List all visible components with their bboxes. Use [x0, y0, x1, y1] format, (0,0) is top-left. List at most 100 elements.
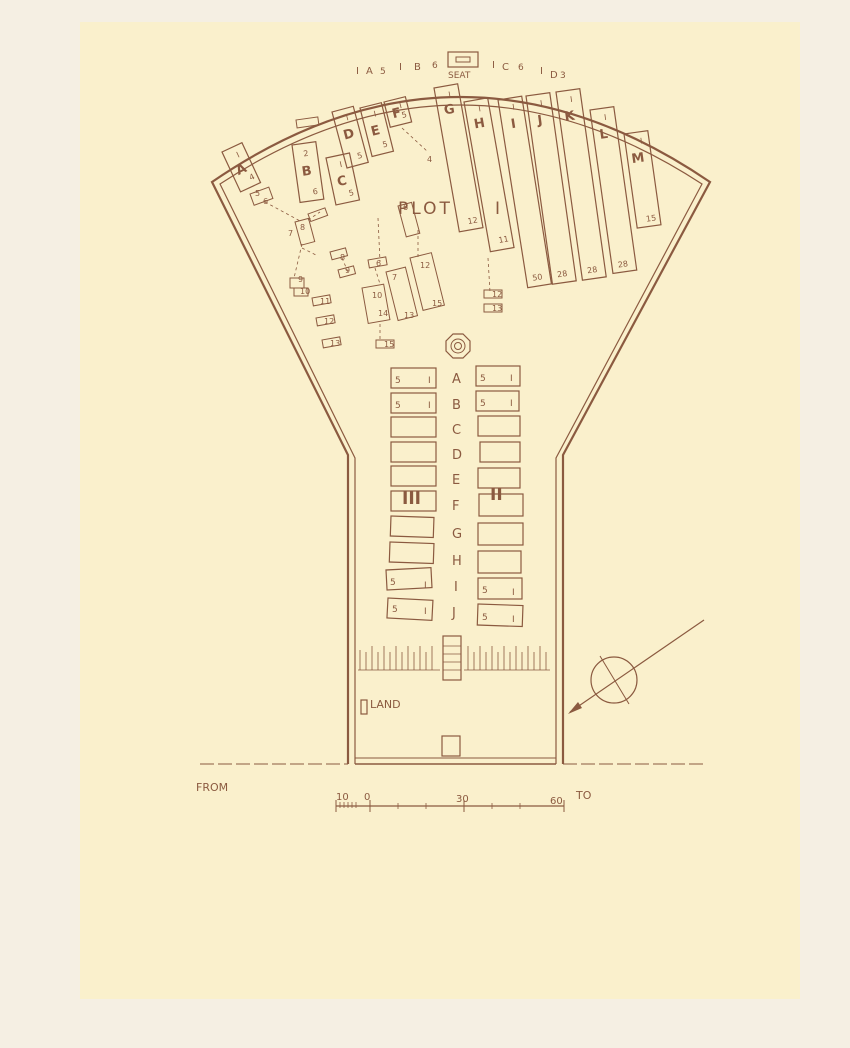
scale-tick: 30: [456, 794, 469, 805]
perimeter-label: A: [366, 66, 373, 77]
row-number: 5: [401, 110, 408, 120]
svg-text:13: 13: [492, 304, 502, 313]
plot-1-row-D: D I 5: [331, 105, 369, 169]
svg-text:5: 5: [482, 586, 488, 596]
svg-text:6: 6: [263, 197, 268, 206]
perimeter-label: 5: [380, 67, 386, 77]
svg-text:4: 4: [427, 155, 432, 164]
row-letter: D: [342, 126, 357, 143]
svg-text:13: 13: [330, 339, 340, 348]
row-number: I: [398, 101, 402, 110]
row-letter: H: [473, 116, 486, 133]
perimeter-label: 6: [518, 63, 524, 73]
row-letter: F: [452, 499, 459, 514]
entrance-gate: [441, 735, 461, 757]
plot-1-row-G: G I 12: [433, 83, 484, 233]
row-letter: F: [391, 105, 403, 122]
svg-text:11: 11: [320, 297, 330, 306]
svg-text:I: I: [510, 374, 513, 384]
scale-tick: 60: [550, 796, 563, 807]
svg-text:5: 5: [480, 374, 486, 384]
seat-label: SEAT: [448, 71, 471, 81]
row-number: I: [540, 99, 544, 108]
cemetery-plan: SEAT I A 5 I B 6 I C 6 I D 3 A I 4 B 2 6…: [196, 51, 712, 812]
row-number: 2: [303, 149, 309, 159]
plot-1-row-C: C I 5: [325, 152, 361, 206]
plot-3-label: III: [402, 489, 421, 509]
svg-text:14: 14: [378, 309, 388, 318]
perimeter-labels: I A 5 I B 6 I C 6 I D 3: [356, 60, 566, 81]
row-letter: H: [452, 554, 462, 569]
svg-text:I: I: [510, 399, 513, 409]
svg-text:5: 5: [255, 189, 260, 198]
row-letter: G: [452, 527, 462, 542]
entrance-steps: [442, 635, 462, 681]
row-number: 28: [557, 269, 568, 279]
perimeter-label: C: [502, 62, 509, 73]
scale-tick: 10: [336, 792, 349, 803]
row-number: 5: [348, 188, 355, 198]
plot-1-label: PLOT: [398, 199, 453, 219]
row-number: I: [570, 95, 574, 104]
row-number: 11: [498, 234, 510, 245]
plot-1-row-L: L I 28: [589, 105, 638, 275]
svg-text:15: 15: [432, 299, 442, 308]
from-label: FROM: [196, 781, 228, 794]
seat: [447, 51, 479, 68]
row-number: 5: [382, 140, 389, 150]
row-number: I: [345, 113, 350, 122]
row-letter: B: [452, 398, 461, 413]
svg-text:I: I: [424, 607, 427, 617]
svg-text:12: 12: [324, 317, 334, 326]
row-letter: C: [452, 423, 461, 438]
row-letter: C: [336, 173, 348, 190]
to-label: TO: [575, 789, 592, 802]
row-letter: K: [564, 109, 577, 125]
svg-text:12: 12: [420, 261, 430, 270]
row-letter: J: [536, 113, 544, 129]
row-number: 28: [617, 259, 628, 269]
svg-text:I: I: [512, 615, 515, 625]
svg-text:5: 5: [482, 613, 488, 623]
boundary-wall-inner: [219, 104, 703, 764]
plot-1-row-A: A I 4: [221, 141, 262, 193]
svg-text:8: 8: [300, 223, 305, 232]
row-number: I: [373, 109, 377, 118]
svg-text:5: 5: [395, 401, 401, 411]
svg-text:5: 5: [395, 376, 401, 386]
seat-inner: [455, 56, 471, 63]
svg-text:10: 10: [372, 291, 382, 300]
row-letter: G: [443, 102, 456, 119]
row-number: 5: [356, 151, 363, 161]
row-number: I: [339, 160, 343, 169]
svg-text:I: I: [428, 376, 431, 386]
svg-text:5: 5: [390, 578, 396, 588]
map-plate: SEAT I A 5 I B 6 I C 6 I D 3 A I 4 B 2 6…: [80, 22, 800, 999]
row-number: I: [512, 103, 516, 112]
plot-1-row-J: J I 28: [525, 91, 577, 285]
svg-text:13: 13: [404, 311, 414, 320]
row-letter: D: [452, 448, 462, 463]
plot-1-connectors: [264, 127, 491, 342]
plot-2: 5 I 5 I 5 I 5 I II: [475, 365, 524, 628]
perimeter-label: I: [492, 60, 495, 71]
perimeter-label: D: [550, 70, 558, 81]
row-number: I: [235, 150, 241, 159]
svg-text:6: 6: [376, 259, 381, 268]
perimeter-label: 3: [560, 71, 566, 81]
svg-text:7: 7: [288, 229, 293, 238]
plot-1: A I 4 B 2 6 C I 5 D I 5 E I 5: [221, 83, 662, 349]
row-letter: L: [599, 127, 609, 143]
central-row-letters: A B C D E F G H I J: [451, 372, 462, 621]
perimeter-label: B: [414, 62, 421, 73]
row-number: 12: [467, 215, 479, 226]
row-number: I: [640, 137, 644, 146]
row-letter: I: [454, 580, 458, 595]
land-marker: [360, 699, 368, 715]
land-label: LAND: [370, 698, 401, 711]
perimeter-label: I: [540, 66, 543, 77]
plot-1-row-K: K I 28: [555, 87, 607, 281]
row-letter: J: [451, 606, 456, 621]
svg-text:6: 6: [403, 203, 408, 212]
row-number: I: [604, 113, 608, 122]
